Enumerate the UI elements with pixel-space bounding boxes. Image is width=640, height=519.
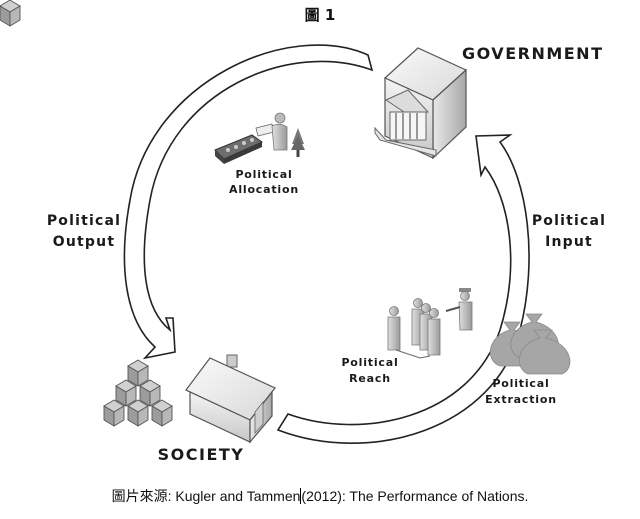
reach-label-line2: Reach [349,372,391,385]
house-icon [185,354,276,444]
extraction-label-line2: Extraction [485,393,557,406]
caption-source: 圖片來源: Kugler and Tammen [111,488,301,504]
political-output-label-line1: Political [47,213,121,229]
government-building-icon [374,47,468,160]
extraction-label-line1: Political [492,377,549,390]
allocation-label-line1: Political [235,168,292,181]
text-cursor [300,488,302,504]
political-output-arrow [123,44,374,360]
caption-citation: (2012): The Performance of Nations. [301,488,529,504]
officer-icon [445,288,473,331]
political-input-label-line2: Input [545,234,593,250]
figure-caption: 圖片來源: Kugler and Tammen(2012): The Perfo… [0,486,640,506]
tree-icon [291,128,305,157]
figure-title: 圖 1 [304,6,336,24]
society-label: SOCIETY [158,445,245,464]
political-input-arrow [276,134,530,444]
reach-label-line1: Political [341,356,398,369]
government-label: GOVERNMENT [462,44,603,63]
political-input-label-line1: Political [532,213,606,229]
money-bags-icon [489,313,571,375]
worker-icon [214,112,288,164]
crates-icon [0,0,173,427]
people-group-icon [387,298,441,359]
allocation-label-line2: Allocation [229,183,299,196]
political-output-label-line2: Output [53,234,115,250]
